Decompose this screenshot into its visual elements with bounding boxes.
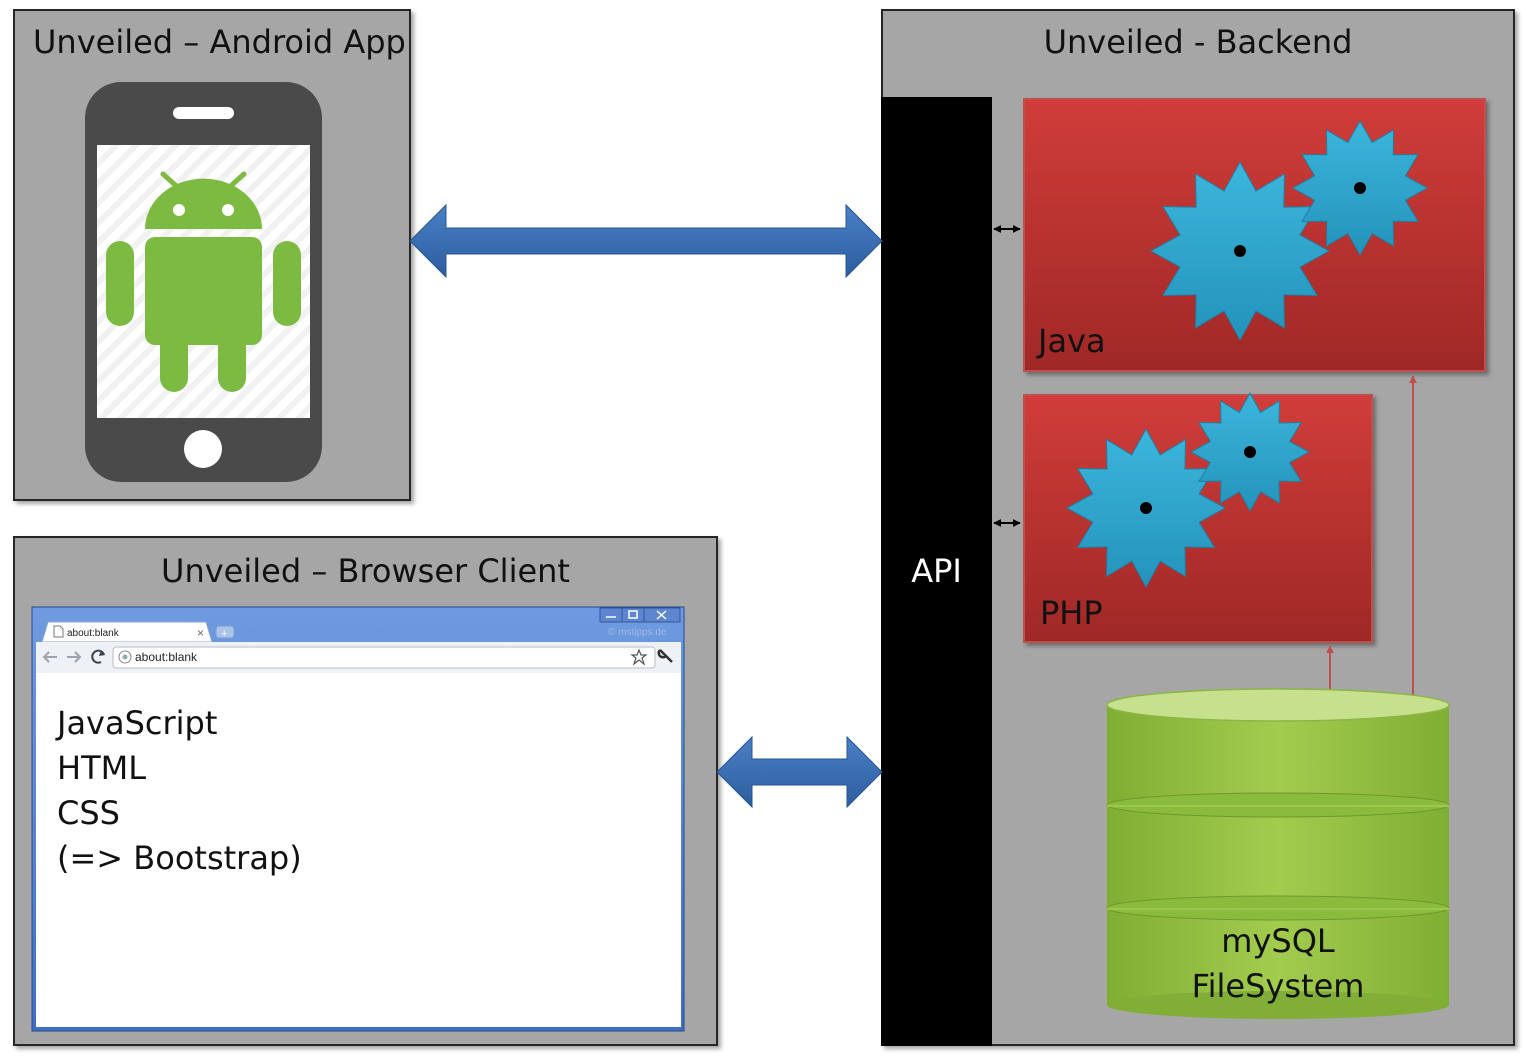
php-label: PHP [1040,594,1103,632]
reload-icon[interactable] [91,649,105,664]
java-gear-small-hub [1354,182,1366,194]
browser-content-line-3: CSS [57,794,120,832]
browser-window [31,606,685,1032]
address-bar[interactable]: about:blank [135,650,198,664]
new-tab-button[interactable]: + [221,628,227,640]
php-gear-small-hub [1244,446,1256,458]
globe-icon [118,650,132,664]
gear-group [1065,119,1429,589]
tab-close-icon[interactable]: × [197,626,204,640]
db-label-mysql: mySQL [1221,922,1335,960]
browser-content-line-2: HTML [57,749,147,787]
page-file-icon [53,625,64,638]
android-api-arrow [409,203,883,279]
watermark: © mstipps.de [608,627,667,638]
db-label-filesystem: FileSystem [1191,967,1365,1005]
android-logo-icon [106,171,301,392]
browser-api-arrow [716,735,883,809]
browser-content-line-4: (=> Bootstrap) [57,839,302,877]
java-gear-large-hub [1234,245,1246,257]
api-label: API [911,552,962,590]
android-app-title: Unveiled – Android App [33,23,406,61]
browser-content-line-1: JavaScript [57,704,218,742]
star-icon[interactable] [630,648,648,666]
browser-client-title: Unveiled – Browser Client [161,552,570,590]
php-gear-large-hub [1140,502,1152,514]
api-bar [881,97,992,1046]
database-cylinder-icon [1106,688,1450,1019]
wrench-icon[interactable] [657,649,673,663]
tab-title[interactable]: about:blank [67,628,120,639]
java-label: Java [1038,322,1106,360]
back-icon[interactable] [42,651,57,663]
backend-title: Unveiled - Backend [1043,23,1353,61]
forward-icon[interactable] [67,651,82,663]
